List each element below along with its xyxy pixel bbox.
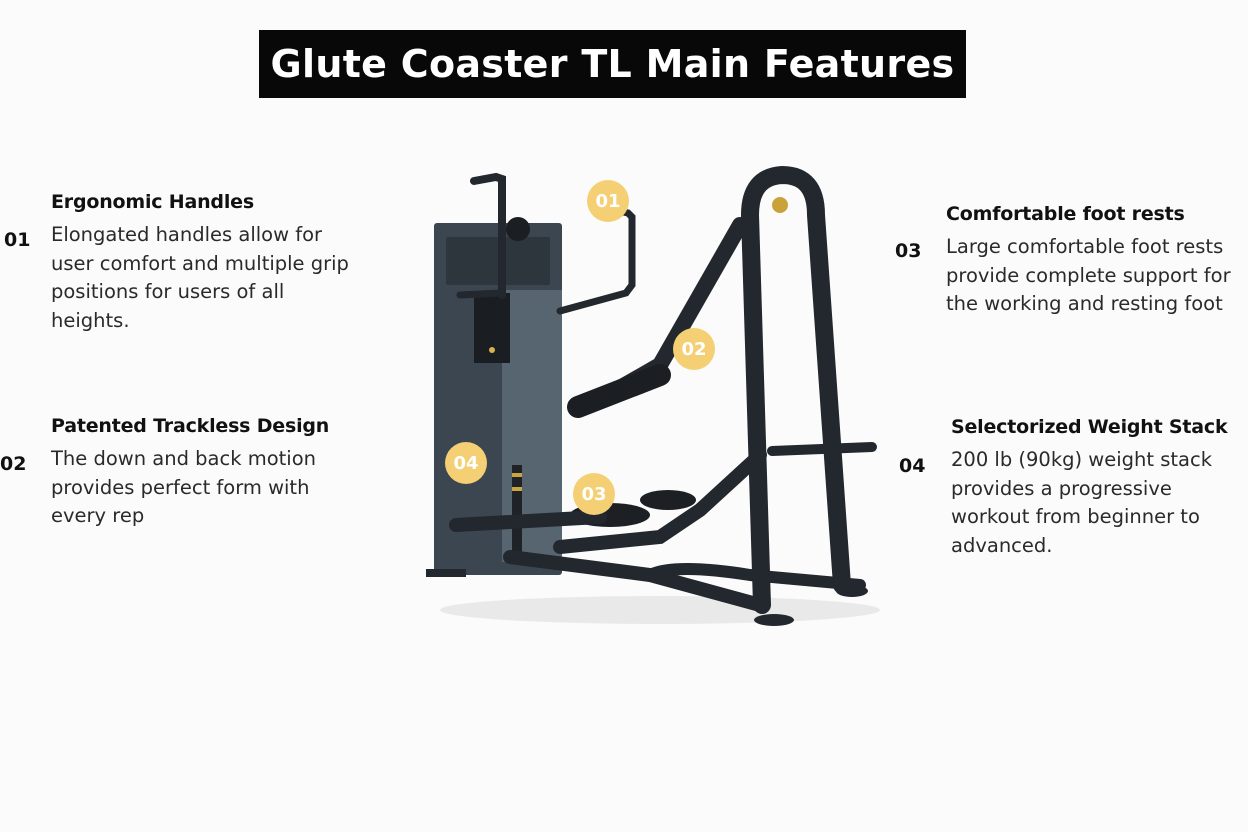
feature-description-line: provides perfect form with xyxy=(51,475,310,499)
feature-number-04: 04 xyxy=(899,455,926,477)
feature-number-01: 01 xyxy=(4,229,31,251)
feature-heading: Ergonomic Handles xyxy=(51,191,254,213)
feature-number-02: 02 xyxy=(0,453,27,475)
feature-description-line: provides a progressive xyxy=(951,476,1172,500)
feature-description: Large comfortable foot rests provide com… xyxy=(946,233,1231,319)
feature-number-03: 03 xyxy=(895,240,922,262)
glute-machine-image xyxy=(426,165,880,626)
feature-trackless-design: Patented Trackless Design The down and b… xyxy=(51,415,329,531)
feature-description-line: workout from beginner to xyxy=(951,505,1200,529)
feature-foot-rests: Comfortable foot rests Large comfortable… xyxy=(946,203,1231,319)
feature-description-line: the working and resting foot xyxy=(946,292,1223,316)
feature-description-line: heights. xyxy=(51,308,130,332)
feature-description-line: user comfort and multiple grip xyxy=(51,251,349,275)
feature-description-line: Large comfortable foot rests xyxy=(946,235,1224,258)
page-title: Glute Coaster TL Main Features xyxy=(270,42,955,86)
feature-description-line: provide complete support for xyxy=(946,263,1231,287)
feature-description-line: Elongated handles allow for xyxy=(51,223,323,246)
feature-heading: Patented Trackless Design xyxy=(51,415,330,437)
feature-description: Elongated handles allow for user comfort… xyxy=(51,221,349,335)
page-title-banner: Glute Coaster TL Main Features xyxy=(259,30,966,98)
badge-02: 02 xyxy=(673,328,715,370)
feature-heading: Selectorized Weight Stack xyxy=(951,416,1228,438)
badge-03: 03 xyxy=(573,473,615,515)
feature-description-line: The down and back motion xyxy=(51,447,316,470)
badge-01: 01 xyxy=(587,180,629,222)
feature-description-line: positions for users of all xyxy=(51,280,285,304)
badge-04: 04 xyxy=(445,442,487,484)
feature-description-line: every rep xyxy=(51,504,145,528)
feature-heading: Comfortable foot rests xyxy=(946,203,1185,225)
feature-description: The down and back motion provides perfec… xyxy=(51,445,329,531)
feature-weight-stack: Selectorized Weight Stack 200 lb (90kg) … xyxy=(951,416,1228,560)
feature-ergonomic-handles: Ergonomic Handles Elongated handles allo… xyxy=(51,191,349,335)
feature-description: 200 lb (90kg) weight stack provides a pr… xyxy=(951,446,1227,560)
feature-description-line: 200 lb (90kg) weight stack xyxy=(951,448,1213,471)
feature-description-line: advanced. xyxy=(951,533,1053,557)
